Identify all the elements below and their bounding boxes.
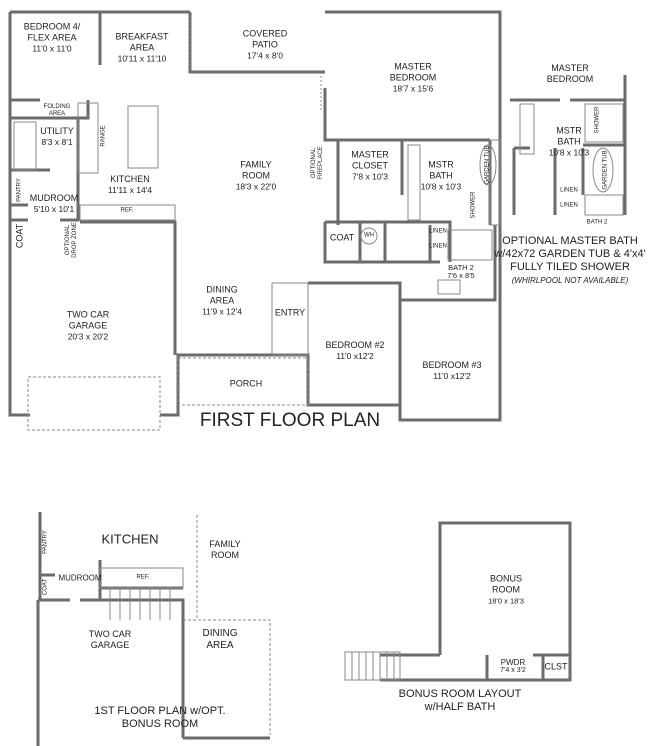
folding-area-label: FOLDING AREA [43,104,71,117]
title-line: BONUS ROOM LAYOUT [398,688,522,700]
caption-note: (WHIRLPOOL NOT AVAILABLE) [511,276,629,285]
caption-line: w/42x72 GARDEN TUB & 4'x4' [494,248,646,260]
optional-fireplace-label: OPTIONAL FIREPLACE [311,146,324,180]
optional-bath-walls [510,75,627,215]
optional-bath-fixtures [519,103,624,216]
first-floor-fixtures [13,12,501,431]
opt-garden-tub-label: GARDEN TUB [602,150,609,190]
bonus-plan-kitchen-label: KITCHEN [101,531,159,547]
water-heater-label: WH [364,232,374,239]
caption-line: OPTIONAL MASTER BATH [502,235,638,247]
coat-closet-right-label: COAT [329,232,355,243]
caption-line: FULLY TILED SHOWER [510,261,630,273]
porch-label: PORCH [229,378,263,389]
bonus-plan-dining-label: DINING AREA [202,628,238,651]
bonus-plan-mudroom-label: MUDROOM [58,573,102,583]
bonus-plan-garage-label: TWO CAR GARAGE [88,629,132,650]
opt-master-bedroom-label: MASTER BEDROOM [546,63,594,84]
drop-zone-label: OPTIONAL DROP ZONE [65,222,78,258]
bonus-stairs [344,651,401,681]
coat-closet-left-label: COAT [14,223,25,249]
garden-tub-label: GARDEN TUB [484,145,491,185]
bonus-option-fixtures [99,515,271,735]
bonus-plan-pantry-label: PANTRY [42,530,49,554]
shower-label: SHOWER [470,191,477,219]
opt-linen-label: LINEN [560,187,578,194]
title-line: 1ST FLOOR PLAN w/OPT. [94,705,226,717]
opt-linen-label: LINEN [560,202,578,209]
bonus-plan-coat-label: COAT [42,578,49,596]
bonus-plan-title: 1ST FLOOR PLAN w/OPT. BONUS ROOM [94,705,225,731]
range-label: RANGE [100,125,107,147]
bonus-plan-ref-label: REF. [136,574,150,581]
ref-label: REF. [120,207,134,214]
pantry-label: PANTRY [16,178,23,202]
closet-label: CLST [544,661,568,672]
bonus-layout-walls [380,521,572,682]
opt-shower-label: SHOWER [594,106,601,134]
opt-bath2-label: BATH 2 [586,219,608,226]
first-floor-title: FIRST FLOOR PLAN [199,410,381,431]
linen-label: LINEN [429,243,447,250]
title-line: w/HALF BATH [424,701,496,713]
title-line: BONUS ROOM [121,718,199,730]
bonus-layout-title: BONUS ROOM LAYOUT w/HALF BATH [399,688,522,714]
opt-master-bath-caption: OPTIONAL MASTER BATH w/42x72 GARDEN TUB … [494,235,645,287]
entry-label: ENTRY [274,307,306,318]
linen-label: LINEN [429,228,447,235]
bonus-plan-family-label: FAMILY ROOM [209,539,241,560]
